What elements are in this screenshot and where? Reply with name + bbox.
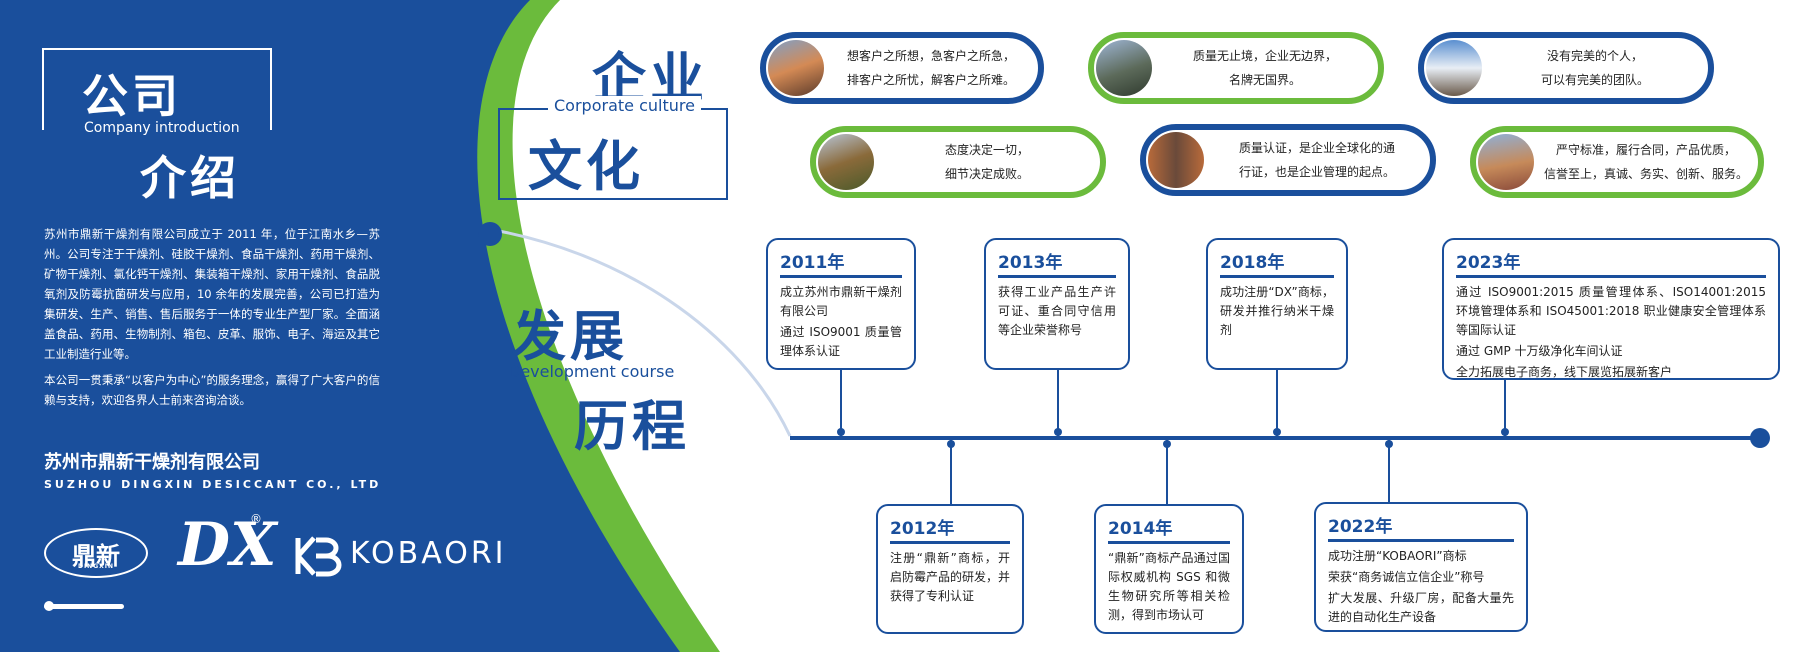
milestone-line: 通过 GMP 十万级净化车间认证 (1456, 344, 1623, 358)
milestone-year: 2022年 (1328, 517, 1393, 537)
timeline-connector (1166, 440, 1168, 504)
mountain-image (768, 40, 824, 96)
culture-pill-line: 名牌无国界。 (1228, 73, 1301, 87)
timeline-dot (837, 428, 845, 436)
timeline-dot (1163, 440, 1171, 448)
culture-pill-line: 信誉至上，真诚、务实、创新、服务。 (1543, 167, 1748, 181)
timeline-dot (1385, 440, 1393, 448)
milestone-card-2014: 2014年 “鼎新”商标产品通过国际权威机构 SGS 和微生物研究所等相关检测，… (1094, 504, 1244, 634)
milestone-line: 通过 ISO9001 质量管理体系认证 (780, 325, 902, 358)
milestone-card-2022: 2022年 成功注册“KOBAORI”商标荣获“商务诚信立信企业”称号扩大发展、… (1314, 502, 1528, 632)
culture-pill-3: 没有完美的个人， 可以有完美的团队。 (1418, 32, 1714, 104)
culture-pill-line: 行证，也是企业管理的起点。 (1238, 165, 1395, 179)
year-underline (1456, 275, 1766, 278)
timeline-dot (947, 440, 955, 448)
dingxin-logo-text: 鼎新 (72, 541, 120, 570)
culture-pill-5: 质量认证，是企业全球化的通行证，也是企业管理的起点。 (1140, 124, 1436, 196)
timeline-connector (950, 440, 952, 504)
timeline-connector (1388, 440, 1390, 502)
milestone-line: 成功注册“DX”商标，研发并推行纳米干燥剂 (1220, 285, 1334, 337)
mountain-image (1478, 134, 1534, 190)
year-underline (1220, 275, 1334, 278)
culture-pill-line: 细节决定成败。 (944, 167, 1029, 181)
intro-title-line1: 公司 (82, 69, 182, 123)
milestone-line: “鼎新”商标产品通过国际权威机构 SGS 和微生物研究所等相关检测，得到市场认可 (1108, 551, 1230, 622)
milestone-year: 2011年 (780, 253, 845, 273)
mountain-image (818, 134, 874, 190)
culture-title-line2: 文化 (528, 135, 644, 198)
year-underline (1328, 539, 1514, 542)
milestone-card-2013: 2013年 获得工业产品生产许可证、重合同守信用等企业荣誉称号 (984, 238, 1130, 370)
intro-paragraph-1: 苏州市鼎新干燥剂有限公司成立于 2011 年，位于江南水乡—苏州。公司专注于干燥… (44, 227, 380, 361)
year-underline (890, 541, 1010, 544)
intro-body: 苏州市鼎新干燥剂有限公司成立于 2011 年，位于江南水乡—苏州。公司专注于干燥… (44, 224, 380, 416)
timeline-dot (1501, 428, 1509, 436)
dingxin-logo: 鼎新 DINGXIN (44, 528, 148, 578)
intro-title-line2: 介绍 (140, 151, 240, 205)
mountain-image (1426, 40, 1482, 96)
milestone-line: 注册“鼎新”商标，开启防霉产品的研发，并获得了专利认证 (890, 551, 1011, 603)
timeline-dot (1273, 428, 1281, 436)
year-underline (1108, 541, 1230, 544)
milestone-line: 通过 ISO9001:2015 质量管理体系、ISO14001:2015 环境管… (1456, 285, 1766, 337)
milestone-line: 成功注册“KOBAORI”商标 (1328, 549, 1467, 563)
intro-title-frame (42, 48, 272, 130)
timeline-connector (840, 370, 842, 436)
dingxin-logo-sub: DINGXIN (77, 563, 115, 570)
milestone-line: 成立苏州市鼎新干燥剂有限公司 (780, 285, 902, 318)
timeline-connector (1057, 370, 1059, 436)
milestone-card-2023: 2023年 通过 ISO9001:2015 质量管理体系、ISO14001:20… (1442, 238, 1780, 380)
timeline-axis (790, 436, 1758, 440)
culture-pill-2: 质量无止境，企业无边界， 名牌无国界。 (1088, 32, 1384, 104)
milestone-year: 2018年 (1220, 253, 1285, 273)
kobaori-logo-icon (295, 536, 342, 577)
timeline-connector (1276, 370, 1278, 436)
milestone-card-2012: 2012年 注册“鼎新”商标，开启防霉产品的研发，并获得了专利认证 (876, 504, 1024, 634)
decorative-dot (44, 601, 54, 611)
mountain-image (1096, 40, 1152, 96)
development-title-line1: 发展 (512, 305, 628, 368)
milestone-line: 扩大发展、升级厂房，配备大量先进的自动化生产设备 (1328, 591, 1514, 624)
timeline-end-dot (1750, 428, 1770, 448)
culture-pill-line: 质量无止境，企业无边界， (1192, 49, 1337, 63)
development-title-line2: 历程 (574, 395, 690, 458)
intro-title-en: Company introduction (80, 120, 244, 136)
milestone-line: 荣获“商务诚信立信企业”称号 (1328, 570, 1485, 584)
milestone-year: 2012年 (890, 519, 955, 539)
intro-paragraph-2: 本公司一贯秉承“以客户为中心”的服务理念，赢得了广大客户的信赖与支持，欢迎各界人… (44, 373, 380, 407)
timeline-connector (1504, 380, 1506, 436)
culture-pill-line: 质量认证，是企业全球化的通 (1238, 141, 1395, 155)
milestone-year: 2014年 (1108, 519, 1173, 539)
dx-logo: DX (178, 510, 277, 580)
company-name-cn: 苏州市鼎新干燥剂有限公司 (44, 452, 260, 473)
culture-pill-line: 严守标准，履行合同，产品优质， (1555, 143, 1736, 157)
timeline-dot (1054, 428, 1062, 436)
culture-pill-1: 想客户之所想，急客户之所急， 排客户之所忧，解客户之所难。 (760, 32, 1044, 104)
culture-pill-line: 排客户之所忧，解客户之所难。 (846, 73, 1015, 87)
culture-title-en: Corporate culture (548, 96, 701, 115)
company-name-en: SUZHOU DINGXIN DESICCANT CO., LTD (44, 478, 382, 491)
culture-pill-4: 态度决定一切， 细节决定成败。 (810, 126, 1106, 198)
milestone-line: 全力拓展电子商务，线下展览拓展新客户 (1456, 365, 1673, 379)
canyon-image (1148, 132, 1204, 188)
culture-pill-6: 严守标准，履行合同，产品优质， 信誉至上，真诚、务实、创新、服务。 (1470, 126, 1764, 198)
milestone-card-2018: 2018年 成功注册“DX”商标，研发并推行纳米干燥剂 (1206, 238, 1348, 370)
milestone-year: 2013年 (998, 253, 1063, 273)
culture-pill-line: 想客户之所想，急客户之所急， (846, 49, 1015, 63)
milestone-card-2011: 2011年 成立苏州市鼎新干燥剂有限公司通过 ISO9001 质量管理体系认证 (766, 238, 916, 370)
milestone-year: 2023年 (1456, 253, 1521, 273)
year-underline (780, 275, 902, 278)
dx-logo-registered-mark: ® (250, 512, 262, 526)
culture-pill-line: 没有完美的个人， (1546, 49, 1643, 63)
year-underline (998, 275, 1116, 278)
milestone-line: 获得工业产品生产许可证、重合同守信用等企业荣誉称号 (998, 285, 1116, 337)
culture-pill-line: 态度决定一切， (944, 143, 1029, 157)
decorative-bar (44, 604, 124, 609)
culture-pill-line: 可以有完美的团队。 (1540, 73, 1649, 87)
kobaori-logo-text: KOBAORI (350, 536, 507, 571)
development-title-en: Development course (508, 362, 675, 381)
